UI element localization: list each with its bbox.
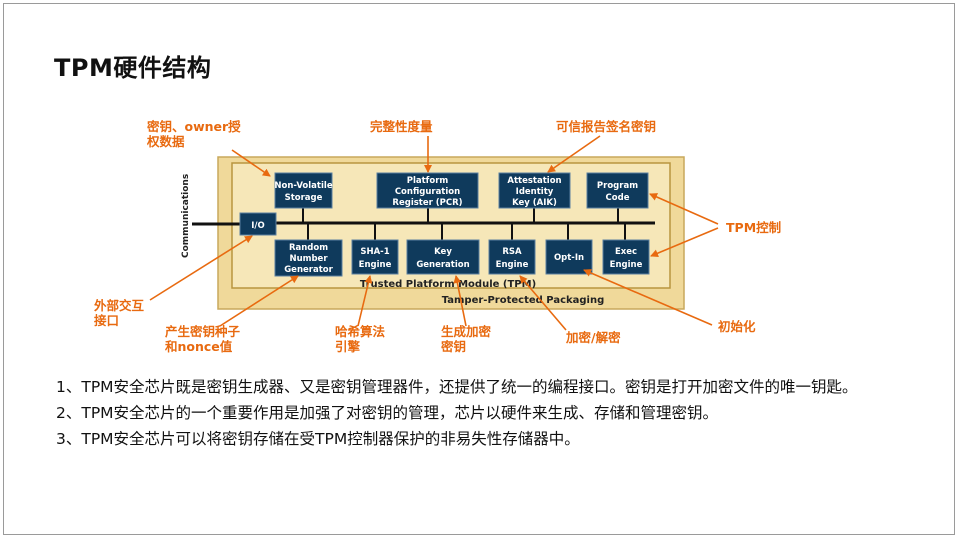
opt-in-box (545, 239, 593, 275)
rng-line-3: Generator (284, 265, 333, 275)
pcr-box (376, 172, 479, 209)
callout-hash-1: 哈希算法 (335, 324, 386, 339)
rsa-line-1: RSA (502, 247, 522, 257)
callout-crypt: 加密/解密 (565, 330, 621, 345)
pcr-line-1: Platform (407, 176, 449, 186)
pcr-line-2: Configuration (395, 187, 460, 197)
rng-box (274, 239, 343, 277)
code-line-1: Program (597, 181, 638, 191)
callout-key-owner-1: 密钥、owner授 (146, 119, 241, 134)
io-box-label: I/O (251, 221, 265, 231)
nvs-line-1: Non-Volatile (274, 181, 332, 191)
aik-line-3: Key (AIK) (512, 198, 557, 208)
callout-tpm-control: TPM控制 (726, 220, 781, 235)
paragraph-1: 1、TPM安全芯片既是密钥生成器、又是密钥管理器件，还提供了统一的编程接口。密钥… (56, 378, 858, 396)
aik-line-2: Identity (516, 187, 554, 197)
pcr-line-3: Register (PCR) (392, 198, 462, 208)
callout-gen-key-1: 生成加密 (441, 324, 492, 339)
sha-line-2: Engine (359, 260, 392, 270)
callout-seed-1: 产生密钥种子 (165, 324, 241, 339)
callout-init: 初始化 (718, 319, 756, 334)
keygen-line-2: Generation (416, 260, 469, 270)
program-code-box (586, 172, 649, 209)
exec-line-2: Engine (610, 260, 643, 270)
code-line-2: Code (606, 193, 630, 203)
callout-hash-2: 引擎 (335, 339, 361, 354)
sha-line-1: SHA-1 (360, 247, 389, 257)
io-box (239, 212, 277, 236)
callout-arrows (149, 135, 719, 331)
tpm-module-label: Trusted Platform Module (TPM) (360, 279, 536, 290)
packaging-label: Tamper-Protected Packaging (442, 295, 605, 306)
callout-integrity: 完整性度量 (370, 119, 433, 134)
callout-report-key: 可信报告签名密钥 (556, 119, 656, 134)
paragraph-3: 3、TPM安全芯片可以将密钥存储在受TPM控制器保护的非易失性存储器中。 (56, 430, 580, 448)
rng-line-1: Random (289, 243, 328, 253)
callout-io-1: 外部交互 (93, 298, 145, 313)
paragraph-2: 2、TPM安全芯片的一个重要作用是加强了对密钥的管理，芯片以硬件来生成、存储和管… (56, 404, 719, 422)
callout-io-2: 接口 (94, 313, 119, 328)
callout-key-owner-2: 权数据 (146, 134, 185, 149)
body-text: 1、TPM安全芯片既是密钥生成器、又是密钥管理器件，还提供了统一的编程接口。密钥… (56, 374, 916, 452)
keygen-line-1: Key (434, 247, 452, 257)
optin-line-1: Opt-In (554, 253, 584, 263)
exec-engine-box (602, 239, 650, 275)
rng-line-2: Number (289, 254, 328, 264)
slide-title: TPM硬件结构 (54, 54, 212, 82)
sha1-engine-box (351, 239, 399, 275)
key-generation-box (406, 239, 480, 275)
aik-line-1: Attestation (507, 176, 561, 186)
nvs-line-2: Storage (285, 193, 323, 203)
aik-box (498, 172, 571, 209)
rsa-engine-box (488, 239, 536, 275)
exec-line-1: Exec (615, 247, 637, 257)
non-volatile-storage-box (274, 172, 333, 209)
slide-frame (3, 3, 955, 535)
rsa-line-2: Engine (496, 260, 529, 270)
communications-label: Communications (181, 174, 191, 258)
callout-gen-key-2: 密钥 (440, 339, 466, 354)
callout-seed-2: 和nonce值 (164, 339, 233, 354)
